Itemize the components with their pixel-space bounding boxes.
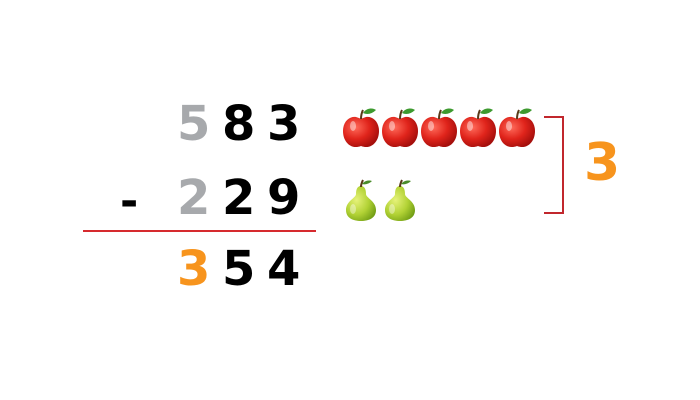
difference-label: 3 <box>584 133 621 193</box>
result-digit-tens: 5 <box>222 241 256 297</box>
top-digit-tens: 8 <box>222 96 256 152</box>
pear-icon <box>380 178 420 222</box>
bottom-digit-ones: 9 <box>267 170 301 226</box>
result-digit-hundreds: 3 <box>177 241 211 297</box>
subtraction-line <box>83 230 316 232</box>
apple-icon <box>380 106 420 150</box>
bracket <box>544 116 564 214</box>
top-digit-hundreds: 5 <box>177 96 211 152</box>
apple-icon <box>458 106 498 150</box>
minus-sign: - <box>120 176 139 227</box>
result-digit-ones: 4 <box>267 241 301 297</box>
pear-icon <box>341 178 381 222</box>
top-digit-ones: 3 <box>267 96 301 152</box>
bottom-digit-tens: 2 <box>222 170 256 226</box>
bottom-digit-hundreds: 2 <box>177 170 211 226</box>
apple-icon <box>419 106 459 150</box>
apple-icon <box>497 106 537 150</box>
apple-icon <box>341 106 381 150</box>
